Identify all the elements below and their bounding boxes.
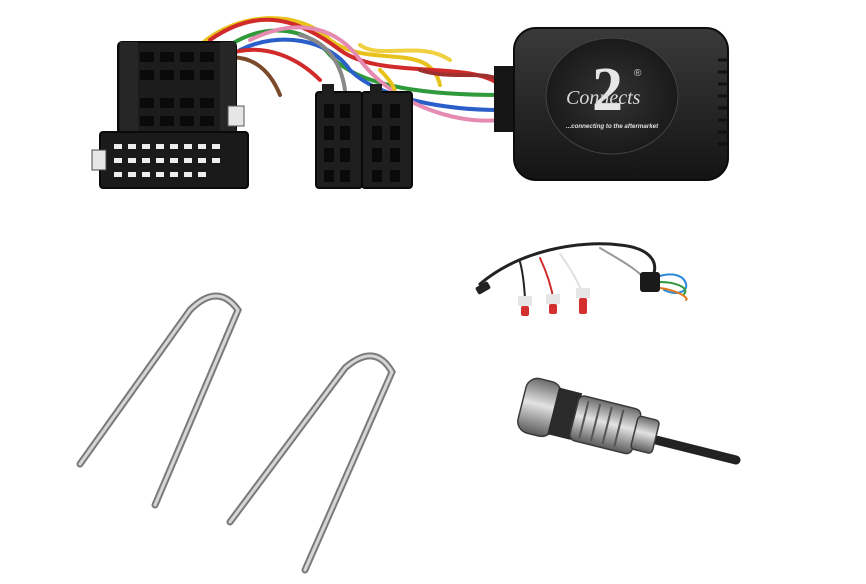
steering-interface-module: 2 ® Connects ...connecting to the afterm… [494, 27, 729, 181]
logo-registered: ® [634, 68, 642, 79]
patch-lead [475, 242, 688, 316]
iso-harness [91, 41, 249, 189]
logo-wordmark: Connects [566, 87, 641, 109]
release-key [226, 352, 396, 574]
logo-tagline: ...connecting to the aftermarket [566, 123, 659, 130]
iso-plugs [315, 84, 413, 189]
antenna-adapter [517, 377, 741, 465]
logo-numeral: 2 [592, 56, 623, 124]
release-key [76, 292, 242, 509]
wire-bundle [198, 16, 502, 123]
